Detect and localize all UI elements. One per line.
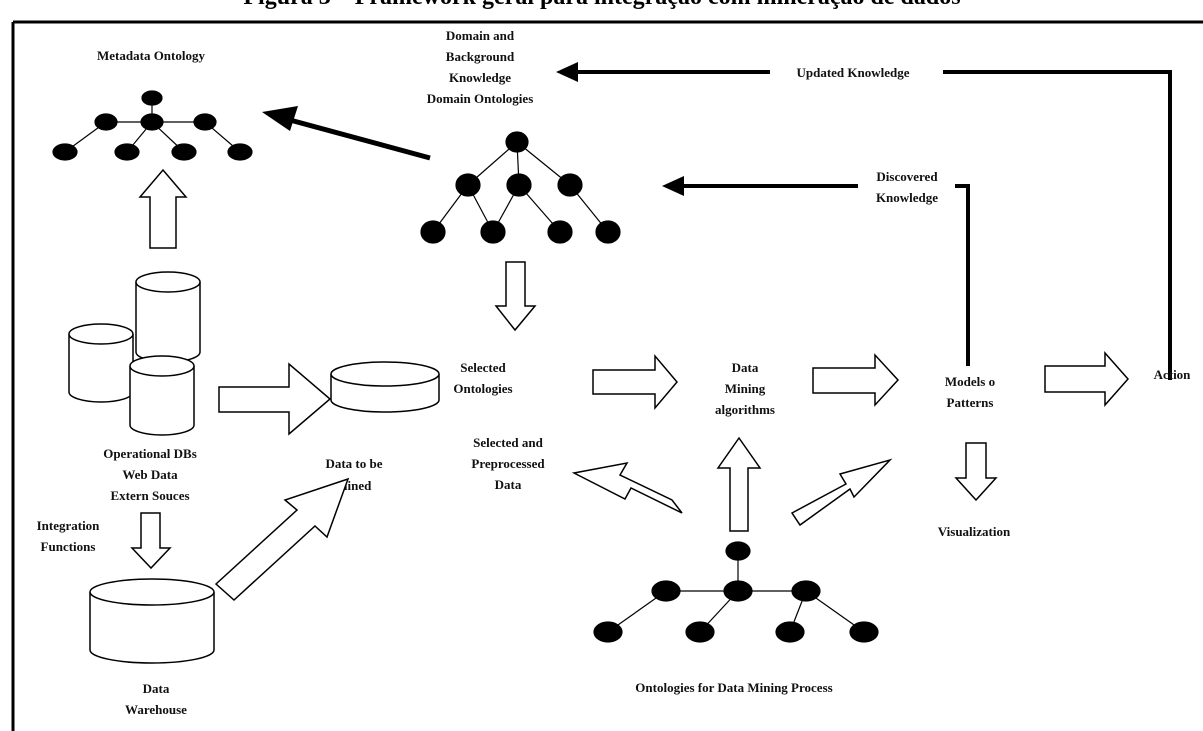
visualization-label: Visualization [938, 524, 1011, 539]
operational-dbs-label: Operational DBs Web Data Extern Souces [103, 446, 197, 503]
svg-text:Web Data: Web Data [122, 467, 178, 482]
data-to-be-mined-cylinder [330, 361, 440, 413]
arrow-dbs-to-data-mined [218, 362, 332, 436]
updated-knowledge-label: Updated Knowledge [796, 65, 909, 80]
svg-text:Operational DBs: Operational DBs [103, 446, 197, 461]
selected-preprocessed-label: Selected and Preprocessed Data [471, 435, 545, 492]
svg-text:Knowledge: Knowledge [449, 70, 511, 85]
svg-text:Discovered: Discovered [876, 169, 938, 184]
svg-text:Domain and: Domain and [446, 28, 515, 43]
updated-knowledge-line [575, 70, 1172, 380]
arrow-dm-ontologies-to-algorithms [716, 436, 762, 532]
dm-ontologies-label: Ontologies for Data Mining Process [635, 680, 832, 695]
integration-functions-label: Integration Functions [37, 518, 101, 554]
domain-ontologies-label: Domain and Background Knowledge Domain O… [427, 28, 534, 106]
updated-knowledge-arrowhead [556, 62, 578, 82]
svg-text:algorithms: algorithms [715, 402, 775, 417]
arrow-dm-ontologies-to-preprocessed [571, 461, 683, 514]
arrow-domain-to-metadata [262, 106, 431, 161]
svg-text:Extern Souces: Extern Souces [110, 488, 189, 503]
svg-text:Ontologies: Ontologies [453, 381, 512, 396]
svg-text:Selected: Selected [460, 360, 506, 375]
down-arrow-to-selected-ontologies [494, 261, 537, 332]
arrow-warehouse-to-data-mined [214, 477, 350, 602]
arrow-to-models [812, 353, 900, 407]
svg-text:Selected and: Selected and [473, 435, 543, 450]
data-warehouse-cylinder [89, 578, 215, 664]
data-mining-algorithms-label: Data Mining algorithms [715, 360, 775, 417]
metadata-ontology-label: Metadata Ontology [97, 48, 205, 63]
svg-text:Data: Data [143, 681, 170, 696]
svg-text:Mining: Mining [725, 381, 766, 396]
arrow-to-action [1044, 351, 1130, 407]
svg-text:Data to be: Data to be [325, 456, 382, 471]
arrow-dm-ontologies-to-models [790, 458, 893, 527]
svg-text:Patterns: Patterns [947, 395, 994, 410]
svg-text:Domain Ontologies: Domain Ontologies [427, 91, 534, 106]
svg-text:Integration: Integration [37, 518, 101, 533]
domain-ontology-tree [420, 131, 621, 244]
discovered-knowledge-arrowhead [662, 176, 684, 196]
discovered-knowledge-label: Discovered Knowledge [876, 169, 938, 205]
action-label: Action [1154, 367, 1192, 382]
data-warehouse-label: Data Warehouse [125, 681, 187, 717]
down-arrow-to-visualization [954, 442, 998, 502]
svg-text:Background: Background [446, 49, 515, 64]
metadata-ontology-tree [52, 90, 253, 161]
operational-dbs-cylinders [68, 271, 201, 436]
svg-text:Functions: Functions [41, 539, 96, 554]
arrow-to-data-mining [592, 353, 678, 411]
svg-text:Models o: Models o [945, 374, 995, 389]
discovered-knowledge-line [682, 184, 970, 366]
data-mining-ontology-tree [593, 541, 879, 643]
svg-text:Warehouse: Warehouse [125, 702, 187, 717]
svg-text:Preprocessed: Preprocessed [471, 456, 545, 471]
figure-caption: Figura 3 – Framework geral para integraç… [243, 0, 960, 10]
down-arrow-to-warehouse [130, 512, 172, 570]
svg-text:Knowledge: Knowledge [876, 190, 938, 205]
up-arrow-to-metadata [138, 168, 188, 249]
svg-text:Data: Data [495, 477, 522, 492]
models-patterns-label: Models o Patterns [945, 374, 995, 410]
svg-text:Data: Data [732, 360, 759, 375]
selected-ontologies-label: Selected Ontologies [453, 360, 512, 396]
